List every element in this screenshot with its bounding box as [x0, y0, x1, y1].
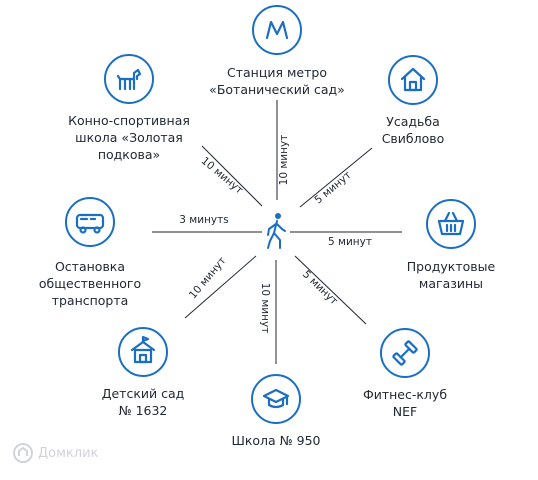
connector-line-kindergarten	[184, 255, 257, 319]
time-label-metro: 10 минут	[278, 135, 290, 186]
watermark: Домклик	[12, 442, 98, 464]
poi-icon-estate	[388, 55, 438, 105]
poi-label-metro: Станция метро «Ботанический сад»	[209, 65, 345, 97]
horse-icon	[116, 68, 142, 91]
poi-icon-kindergarten	[118, 327, 168, 377]
poi-icon-fitness	[380, 328, 430, 378]
metro-icon	[265, 20, 289, 40]
poi-label-school: Школа № 950	[231, 433, 321, 448]
kindergarten-icon	[130, 335, 156, 364]
poi-icon-bus	[65, 197, 115, 247]
poi-label-bus: Остановка общественного транспорта	[38, 259, 142, 308]
time-label-school: 10 минут	[259, 283, 271, 334]
time-label-bus: 3 минутs	[179, 214, 228, 226]
poi-label-shops: Продуктовые магазины	[406, 259, 496, 291]
connector-line-fitness	[294, 255, 367, 325]
bus-icon	[75, 213, 105, 234]
poi-label-fitness: Фитнес-клуб NEF	[362, 387, 448, 419]
poi-icon-shops	[426, 199, 476, 249]
watermark-text: Домклик	[38, 445, 99, 461]
graduation-cap-icon	[262, 388, 290, 409]
house-icon	[400, 67, 426, 92]
poi-icon-metro	[252, 5, 302, 55]
domclick-logo-icon	[13, 443, 33, 463]
time-label-shops: 5 минут	[328, 236, 372, 248]
dumbbell-icon	[392, 340, 418, 366]
poi-label-estate: Усадьба Свиблово	[381, 114, 445, 146]
poi-icon-school	[251, 374, 301, 424]
shopping-basket-icon	[437, 211, 465, 236]
connector-line-estate	[299, 147, 373, 208]
poi-label-horse: Конно-спортивная школа «Золотая подкова»	[68, 113, 190, 162]
connector-line-horse	[201, 145, 263, 207]
poi-icon-horse	[104, 54, 154, 104]
poi-label-kindergarten: Детский сад № 1632	[101, 386, 185, 418]
walking-person-icon	[267, 213, 286, 249]
